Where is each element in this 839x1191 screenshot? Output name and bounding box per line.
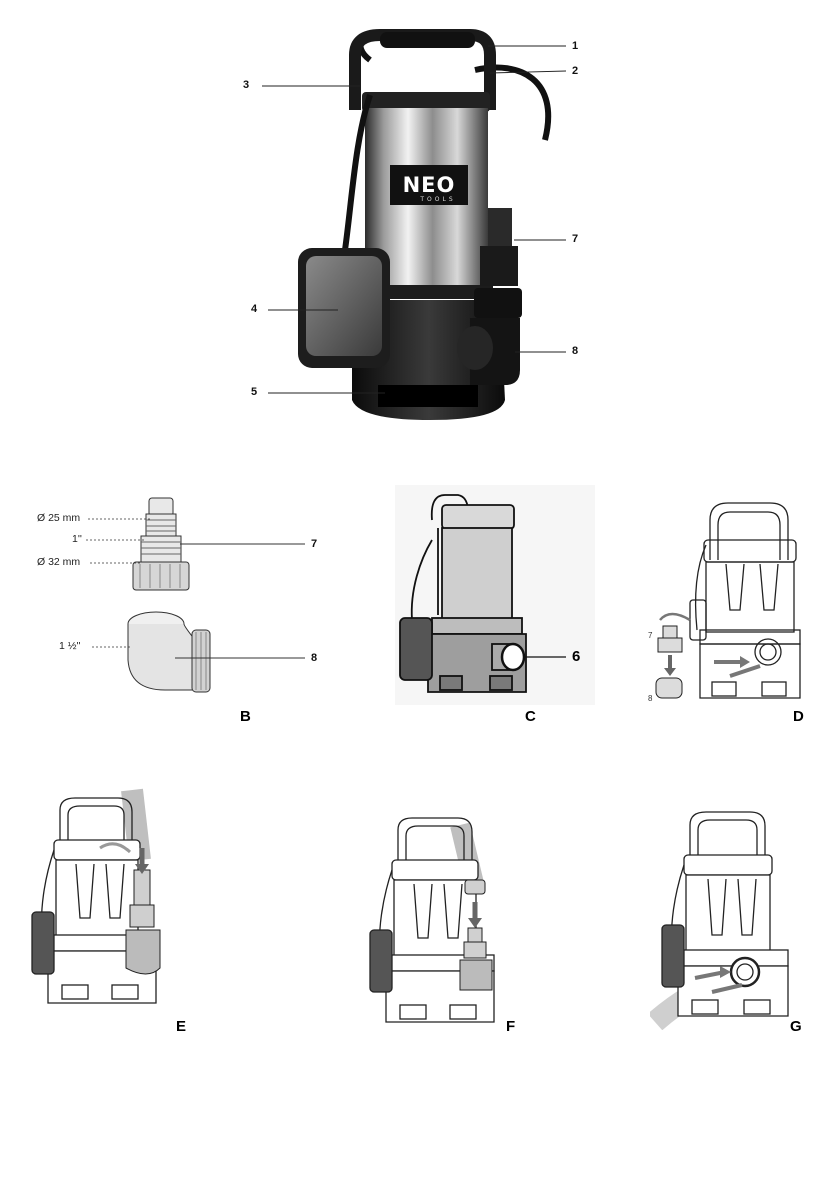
dimension-32mm: Ø 32 mm	[37, 556, 80, 568]
callout-1: 1	[572, 40, 578, 52]
figure-label-d: D	[793, 708, 804, 725]
callout-5: 5	[251, 386, 257, 398]
figure-label-f: F	[506, 1018, 515, 1035]
neo-logo-text: NEO	[403, 173, 456, 197]
dimension-1-5-inch: 1 ½''	[59, 640, 81, 652]
figure-label-c: C	[525, 708, 536, 725]
callout-b-8: 8	[311, 652, 317, 664]
attach-adapter-diagram	[645, 495, 815, 710]
pump-main-photo: NEO TOOLS	[230, 25, 610, 435]
hose-connection-f-diagram	[365, 810, 515, 1030]
pump-outlet-diagram	[395, 485, 595, 705]
hose-direct-g-diagram	[650, 800, 810, 1030]
callout-4: 4	[251, 303, 257, 315]
dimension-1-inch: 1''	[72, 533, 82, 545]
callout-7: 7	[572, 233, 578, 245]
dimension-25mm: Ø 25 mm	[37, 512, 80, 524]
callout-3: 3	[243, 79, 249, 91]
hose-connection-e-diagram	[28, 780, 178, 1010]
callout-8: 8	[572, 345, 578, 357]
callout-d-8: 8	[648, 694, 652, 703]
callout-d-7: 7	[648, 631, 652, 640]
callout-6: 6	[572, 648, 580, 665]
figure-label-b: B	[240, 708, 251, 725]
figure-label-g: G	[790, 1018, 802, 1035]
callout-b-7: 7	[311, 538, 317, 550]
figure-label-e: E	[176, 1018, 186, 1035]
neo-logo-subtext: TOOLS	[419, 196, 455, 203]
callout-2: 2	[572, 65, 578, 77]
